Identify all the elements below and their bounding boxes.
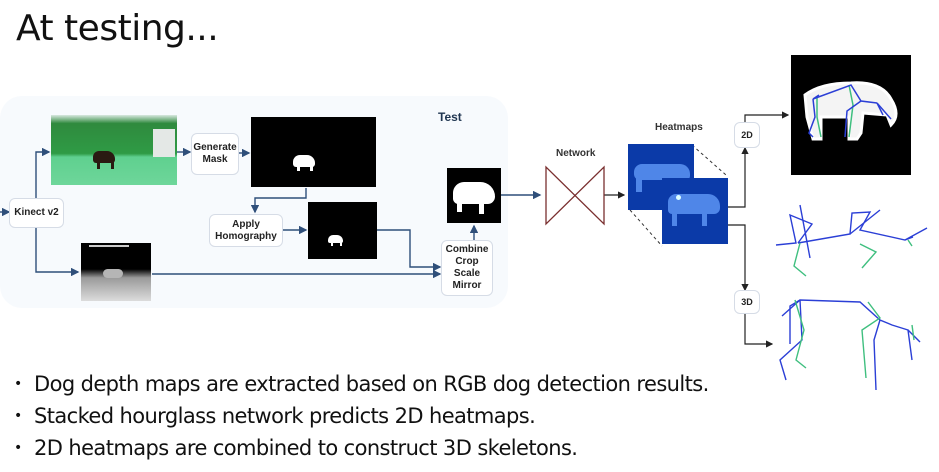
combine-crop-scale-mirror-node: Combine Crop Scale Mirror <box>441 240 493 296</box>
arrow-heatmaps-to-2d <box>728 146 749 208</box>
arrow-mask-to-homography <box>250 188 307 214</box>
heatmap-peak <box>676 195 681 200</box>
rgb-frame-image <box>51 115 177 185</box>
arrow-kinect-to-depth <box>35 226 80 277</box>
bullet-item: •Dog depth maps are extracted based on R… <box>14 372 709 396</box>
depth-frame-image <box>81 243 151 301</box>
heatmaps-label: Heatmaps <box>655 122 703 133</box>
heatmap-depth-line-top <box>691 144 727 176</box>
kinect-node: Kinect v2 <box>9 198 64 228</box>
mask-cropped-image <box>447 168 501 223</box>
network-label: Network <box>556 148 596 159</box>
bullet-list: •Dog depth maps are extracted based on R… <box>14 368 709 464</box>
generate-mask-node: Generate Mask <box>191 133 239 175</box>
panel-title: Test <box>438 110 462 124</box>
output-3d-node: 3D <box>734 290 760 314</box>
arrow-kinect-to-rgb <box>35 147 51 200</box>
arrow-2d-to-result <box>744 111 790 125</box>
result-2d-image <box>791 55 911 175</box>
arrow-homo-image-to-combine <box>377 229 442 272</box>
kinect-label: Kinect v2 <box>14 207 59 218</box>
output-2d-node: 2D <box>734 122 760 148</box>
arrow-heatmaps-to-3d <box>728 224 749 292</box>
arrow-3d-to-result <box>744 310 774 348</box>
bullet-item: •Stacked hourglass network predicts 2D h… <box>14 404 536 428</box>
heatmap-front <box>662 178 728 244</box>
hourglass-icon <box>545 165 605 226</box>
slide-title: At testing... <box>16 8 219 49</box>
mask-full-image <box>251 117 376 187</box>
heatmap-depth-line-bottom <box>629 209 663 247</box>
dog-silhouette <box>93 151 115 163</box>
mask-homography-image <box>308 202 377 259</box>
apply-homography-node: Apply Homography <box>209 214 283 247</box>
bullet-item: •2D heatmaps are combined to construct 3… <box>14 436 578 460</box>
